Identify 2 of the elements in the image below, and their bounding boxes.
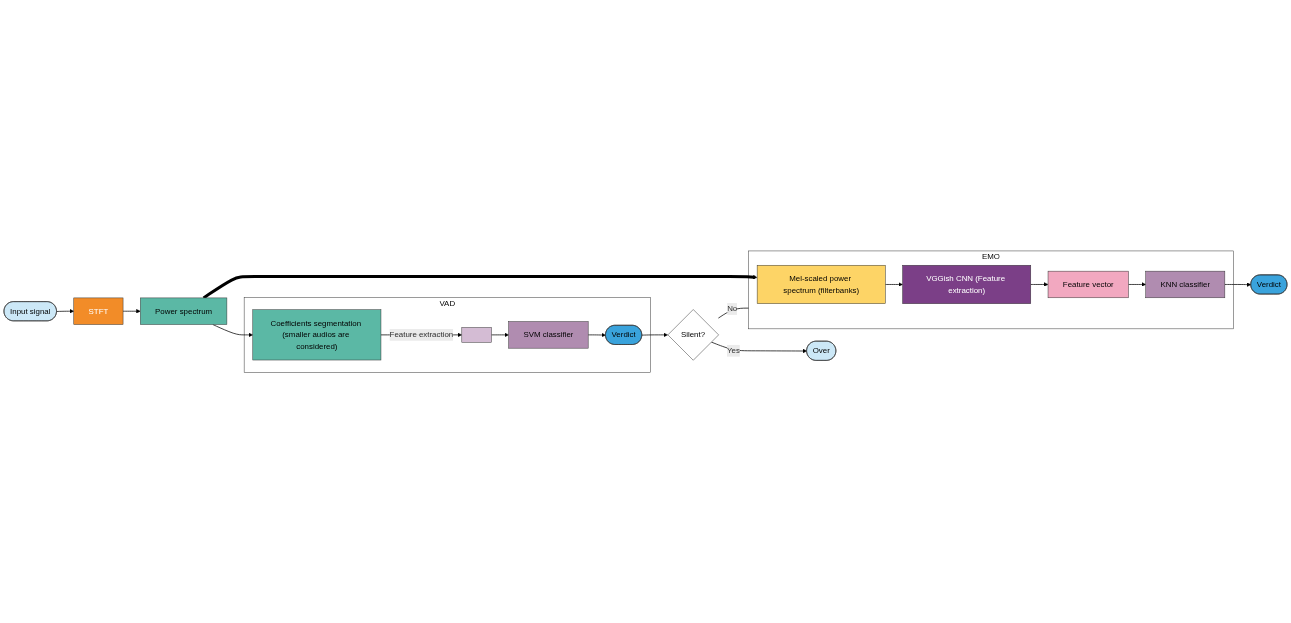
arrow [202,274,758,299]
node-box [461,327,492,343]
